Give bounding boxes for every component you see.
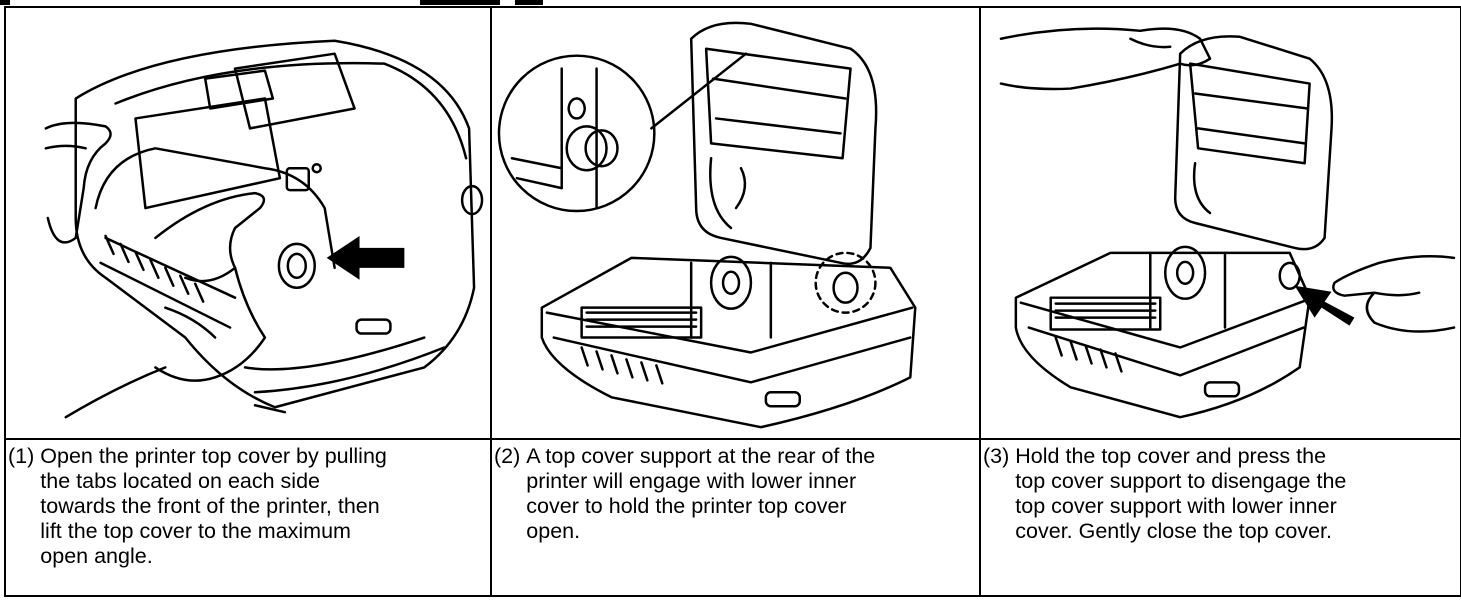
- step-1-caption-cell: (1) Open the printer top cover by pullin…: [4, 438, 492, 597]
- step-1-line: lift the top cover to the maximum: [40, 519, 351, 543]
- step-3-illustration: [979, 6, 1461, 440]
- step-3-caption: (3) Hold the top cover and press the top…: [981, 440, 1460, 544]
- printer-open-hand-illustration: [999, 27, 1456, 419]
- left-hand: [44, 121, 112, 244]
- support-highlight-circle: [814, 251, 877, 314]
- step-2-line: printer will engage with lower inner: [526, 469, 857, 493]
- step-3-caption-cell: (3) Hold the top cover and press the top…: [979, 438, 1461, 597]
- push-arrow: [326, 235, 405, 280]
- right-hand: [1332, 254, 1456, 333]
- printer-base-outline: [540, 256, 917, 429]
- step-1-text: Open the printer top cover by pulling th…: [40, 444, 484, 569]
- detail-zoom-circle: [497, 54, 656, 213]
- step-1-illustration: [4, 6, 492, 440]
- step-2-text: A top cover support at the rear of the p…: [526, 444, 973, 544]
- step-1-line: open angle.: [40, 544, 153, 568]
- step-2-line: cover to hold the printer top cover: [526, 494, 847, 518]
- step-3-line: top cover support with lower inner: [1015, 494, 1337, 518]
- illustration-row: [4, 6, 1461, 440]
- press-arrow: [1294, 285, 1355, 326]
- step-2-number: (2): [494, 444, 521, 468]
- step-3-number: (3): [983, 444, 1010, 468]
- step-2-line: open.: [526, 519, 581, 543]
- step-3-line: cover. Gently close the top cover.: [1015, 519, 1332, 543]
- step-2-illustration: [490, 6, 981, 440]
- step-2-caption-cell: (2) A top cover support at the rear of t…: [490, 438, 981, 597]
- step-2-caption: (2) A top cover support at the rear of t…: [492, 440, 979, 544]
- printer-base-outline: [1014, 251, 1311, 419]
- step-3-line: Hold the top cover and press the: [1015, 444, 1327, 468]
- step-3-line: top cover support to disengage the: [1015, 469, 1347, 493]
- cropped-header-fragment: [0, 0, 620, 5]
- step-1-line: towards the front of the printer, then: [40, 494, 380, 518]
- step-1-line: Open the printer top cover by pulling: [40, 444, 387, 468]
- printer-closed-illustration: [44, 39, 484, 419]
- step-1-caption: (1) Open the printer top cover by pullin…: [6, 440, 490, 569]
- step-1-line: the tabs located on each side: [40, 469, 320, 493]
- caption-row: (1) Open the printer top cover by pullin…: [4, 438, 1461, 597]
- printer-body-outline: [74, 39, 476, 409]
- open-top-cover: [689, 21, 878, 266]
- open-top-cover: [1173, 35, 1334, 251]
- step-2-line: A top cover support at the rear of the: [526, 444, 876, 468]
- steps-table: (1) Open the printer top cover by pullin…: [4, 6, 1461, 597]
- printer-open-illustration: [497, 21, 917, 429]
- step-3-text: Hold the top cover and press the top cov…: [1015, 444, 1454, 544]
- step-1-number: (1): [8, 444, 35, 468]
